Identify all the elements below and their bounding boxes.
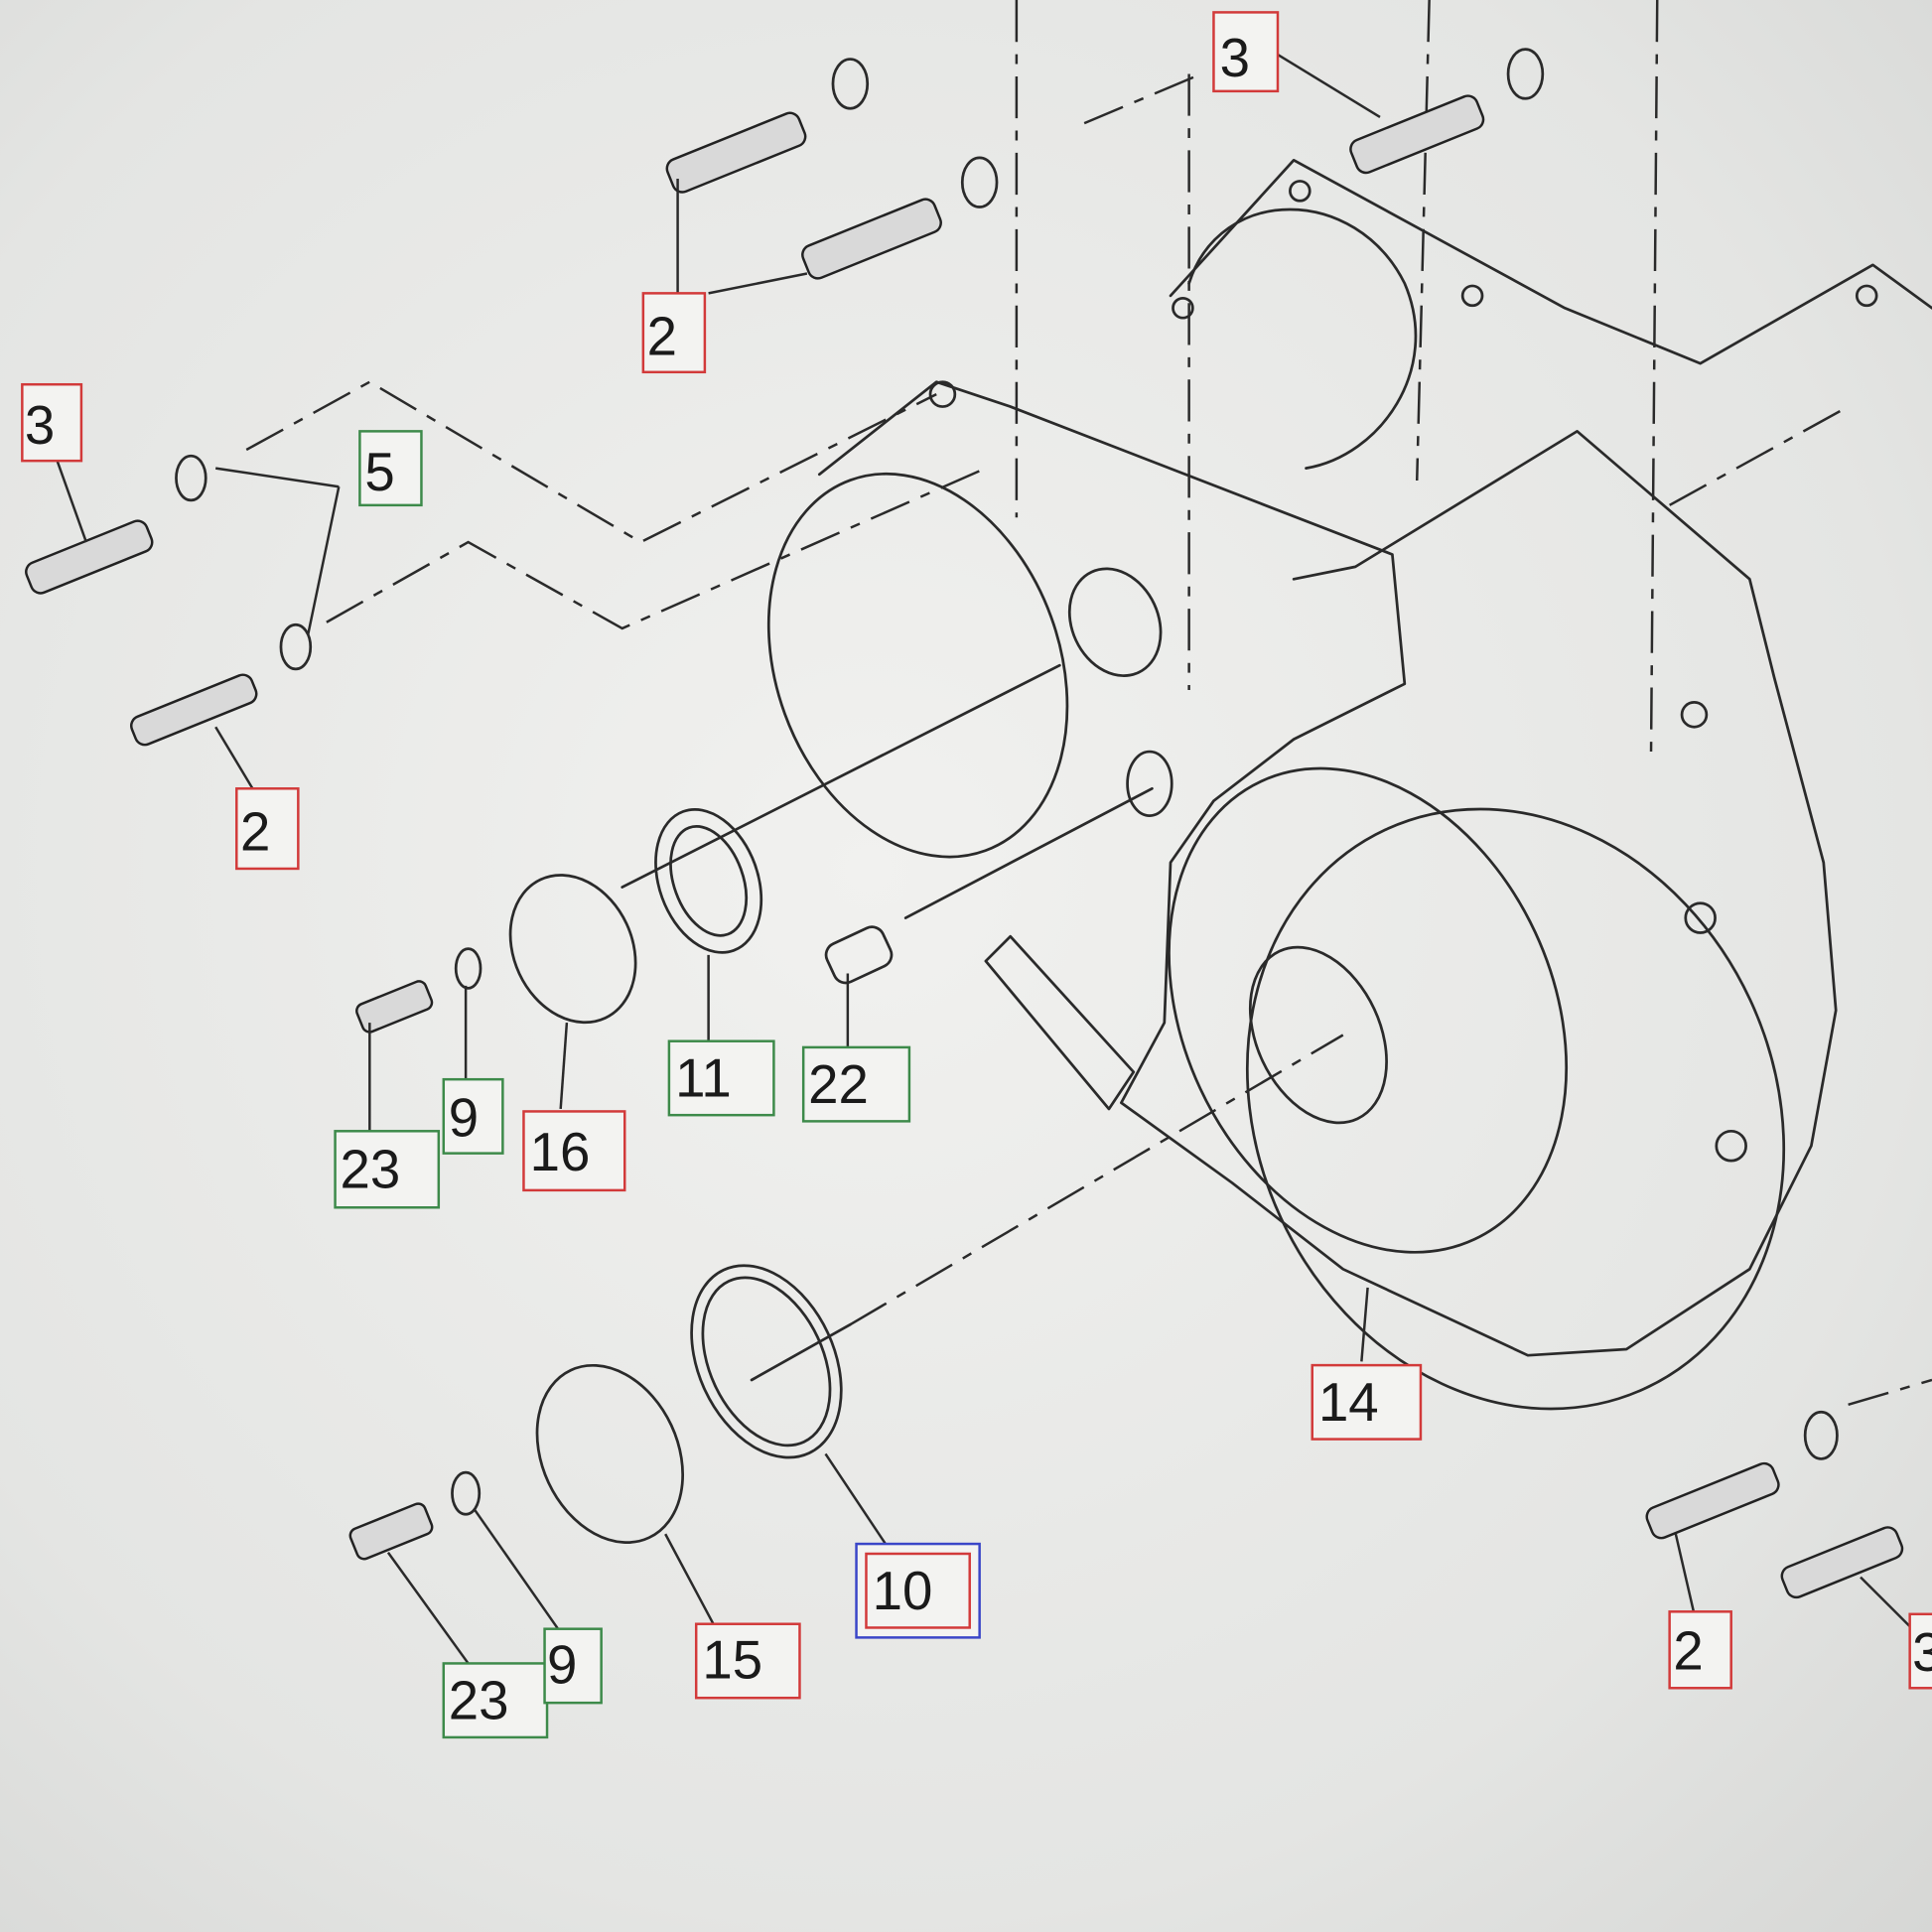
svg-text:10: 10 (873, 1561, 933, 1621)
small-parts (25, 48, 1904, 1599)
callout-9-a[interactable]: 9 (442, 1077, 504, 1155)
washer-5b (279, 622, 313, 671)
svg-text:15: 15 (702, 1629, 762, 1690)
callout-15[interactable]: 15 (694, 1622, 801, 1700)
washer-5a (175, 454, 207, 502)
plate-15 (535, 1363, 685, 1544)
callout-3-right[interactable]: 3 (1908, 1612, 1932, 1690)
callout-5[interactable]: 5 (358, 430, 423, 507)
svg-text:22: 22 (808, 1054, 869, 1115)
callout-23-b[interactable]: 23 (442, 1662, 549, 1739)
svg-text:23: 23 (449, 1670, 509, 1730)
plate-16 (508, 874, 637, 1025)
svg-text:9: 9 (449, 1087, 479, 1148)
callout-2-left[interactable]: 2 (235, 787, 300, 871)
assembly-lines (245, 0, 1932, 1407)
svg-text:9: 9 (547, 1634, 577, 1695)
callout-14[interactable]: 14 (1311, 1363, 1423, 1441)
svg-text:5: 5 (364, 442, 394, 502)
svg-text:3: 3 (1220, 28, 1250, 88)
callout-11[interactable]: 11 (667, 1039, 775, 1117)
sleeve-22 (824, 925, 894, 985)
leader-lines (54, 48, 1917, 1665)
o-ring-10 (690, 1264, 843, 1459)
screw-2-left (130, 673, 258, 747)
callout-23-a[interactable]: 23 (334, 1130, 441, 1209)
svg-text:14: 14 (1318, 1372, 1379, 1433)
callout-16[interactable]: 16 (522, 1110, 626, 1192)
gasket-11 (654, 807, 763, 954)
seal (1126, 750, 1173, 817)
screw-3-left (25, 519, 154, 595)
engine-cover-part-14 (766, 158, 1932, 1411)
svg-text:2: 2 (1673, 1621, 1703, 1682)
callout-2-top[interactable]: 2 (641, 292, 707, 374)
svg-text:23: 23 (341, 1139, 401, 1199)
callout-3-left[interactable]: 3 (21, 382, 83, 463)
svg-text:2: 2 (647, 306, 677, 366)
callout-10[interactable]: 10 (855, 1542, 981, 1639)
callout-2-right[interactable]: 2 (1668, 1610, 1732, 1690)
svg-text:3: 3 (25, 395, 55, 456)
callout-9-b[interactable]: 9 (543, 1627, 603, 1705)
callout-22[interactable]: 22 (801, 1045, 911, 1123)
svg-text:11: 11 (675, 1048, 732, 1109)
svg-text:16: 16 (530, 1122, 591, 1182)
svg-text:2: 2 (240, 801, 270, 862)
svg-text:3: 3 (1912, 1622, 1932, 1683)
callout-3-top[interactable]: 3 (1212, 11, 1280, 93)
